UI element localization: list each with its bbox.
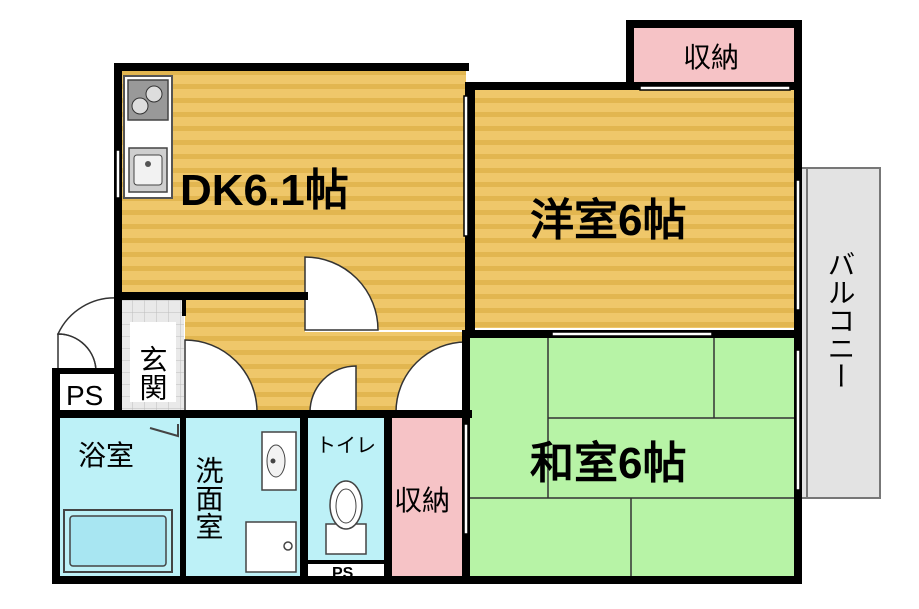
storage-top: 収納 <box>632 25 796 85</box>
entrance: 玄関 <box>122 298 184 412</box>
wash-basin-icon <box>261 431 297 491</box>
toilet: トイレ <box>306 418 386 564</box>
window-marks <box>115 85 801 535</box>
washroom: 洗面室 <box>184 418 302 578</box>
washroom-label: 洗面室 <box>193 456 224 540</box>
stove-icon <box>127 79 169 121</box>
kitchen-counter <box>123 75 173 199</box>
balcony-label: バルコニー <box>825 250 856 390</box>
storage-top-label: 収納 <box>683 42 739 73</box>
entrance-label: 玄関 <box>137 345 168 401</box>
toilet-icon <box>325 480 367 555</box>
dk-room: DK6.1帖 <box>118 67 466 412</box>
tatami-lines <box>470 338 796 578</box>
washing-machine-icon <box>245 521 297 573</box>
washroom-door <box>184 339 258 413</box>
bathroom: 浴室 <box>58 418 180 578</box>
ps-left: PS <box>62 372 118 412</box>
storage-bottom: 収納 <box>390 418 464 578</box>
dk-room-label: DK6.1帖 <box>180 166 349 215</box>
japanese-room-label: 和室6帖 <box>530 438 686 488</box>
bathroom-label: 浴室 <box>78 440 134 471</box>
toilet-label: トイレ <box>316 435 376 457</box>
door-arcs <box>56 256 467 413</box>
bathtub-icon <box>63 509 173 573</box>
japanese-room: 和室6帖 <box>470 338 796 578</box>
storage-bottom-label: 収納 <box>394 485 450 516</box>
dk-door <box>304 256 379 331</box>
western-room: 洋室6帖 <box>470 88 796 328</box>
balcony: バルコニー <box>799 167 881 499</box>
ps-left-label: PS <box>66 380 103 411</box>
storage-door <box>395 341 467 413</box>
western-room-label: 洋室6帖 <box>530 195 686 245</box>
toilet-door <box>309 365 357 413</box>
sink-icon <box>128 147 168 193</box>
